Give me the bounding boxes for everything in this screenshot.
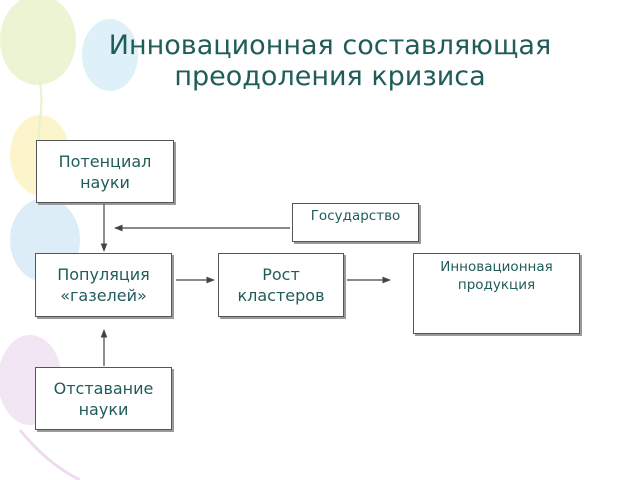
node-innovative-products: Инновационная продукция (413, 253, 580, 334)
node-state: Государство (292, 203, 419, 242)
page-title: Инновационная составляющая преодоления к… (108, 30, 552, 92)
node-gazelle-population: Популяция «газелей» (35, 253, 172, 317)
node-innovative-products-label: Инновационная продукция (440, 259, 553, 293)
node-cluster-growth: Рост кластеров (218, 253, 344, 317)
node-science-potential: Потенциал науки (36, 140, 174, 203)
node-state-label: Государство (310, 208, 401, 224)
node-cluster-growth-label: Рост кластеров (237, 265, 325, 305)
node-gazelle-population-label: Популяция «газелей» (57, 265, 150, 305)
node-science-lag: Отставание науки (35, 367, 172, 430)
node-science-lag-label: Отставание науки (53, 378, 154, 419)
node-science-potential-label: Потенциал науки (58, 151, 152, 192)
